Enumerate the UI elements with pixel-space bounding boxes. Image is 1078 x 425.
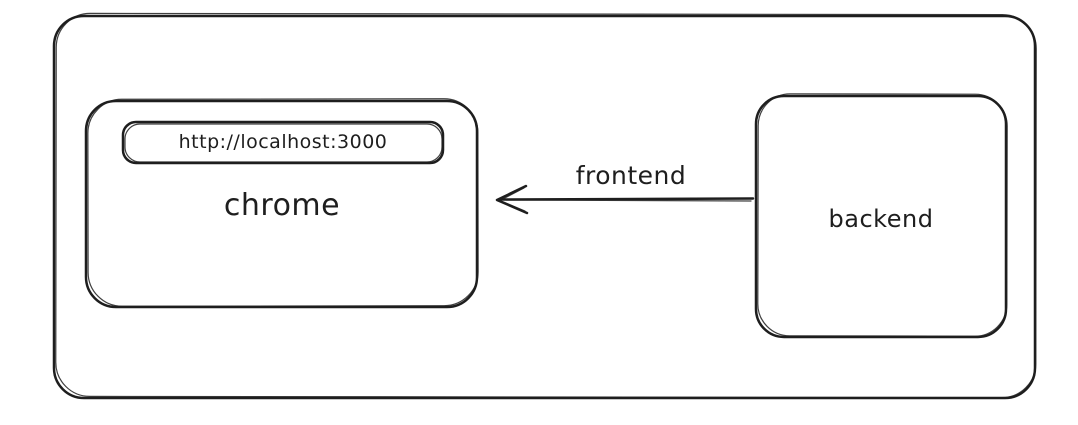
outer-container-box: [52, 12, 1037, 400]
frontend-arrow: [495, 184, 755, 215]
arrow-left-head-icon: [495, 184, 529, 215]
backend-node-box: [754, 93, 1008, 339]
chrome-node-box: [84, 98, 479, 309]
url-bar-box: [121, 120, 445, 165]
